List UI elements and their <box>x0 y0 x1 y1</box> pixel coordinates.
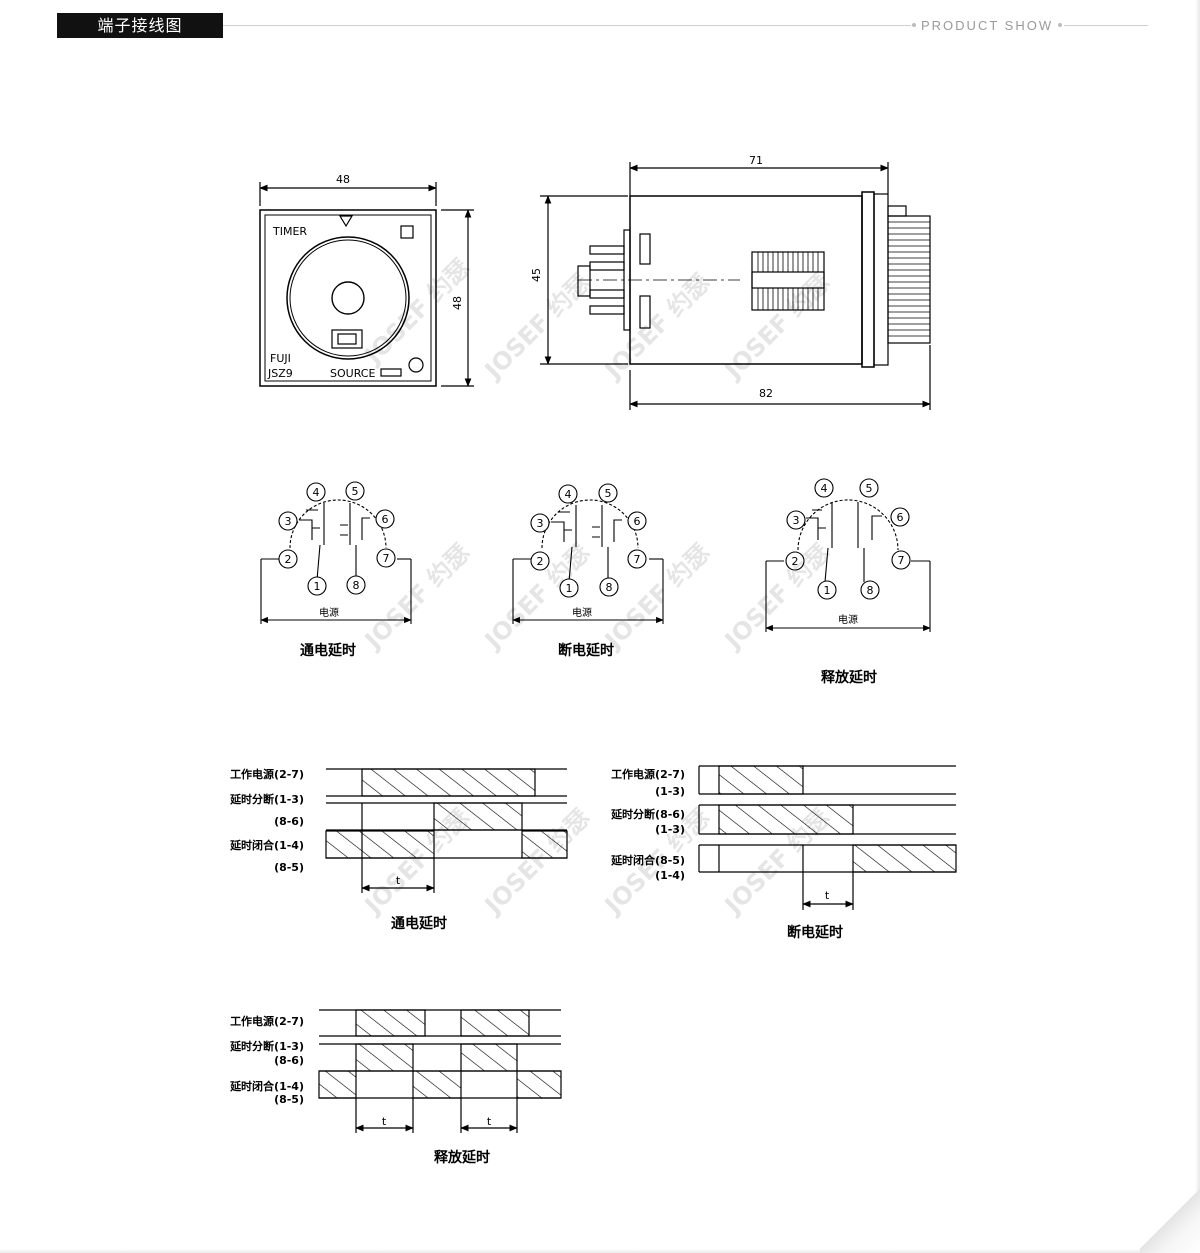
timing-row-label: 延时分断(1-3) <box>229 792 304 806</box>
timer-label: TIMER <box>272 225 307 238</box>
pin-label: 2 <box>792 555 799 568</box>
page-edge-shadow <box>1195 0 1200 1253</box>
wiring-diagram-off-delay: 2 1 3 4 5 6 7 8 电源 断电延时 <box>512 483 664 659</box>
timing-diagram-on-delay: 工作电源(2-7) 延时分断(1-3) (8-6) 延时闭合(1-4) (8-5… <box>229 767 568 932</box>
wiring-title: 释放延时 <box>821 669 877 686</box>
t-label: t <box>382 1115 387 1128</box>
power-label: 电源 <box>572 606 592 619</box>
divider-dot <box>912 23 916 27</box>
timing-row-label: 延时分断(8-6) <box>610 807 685 821</box>
timing-row-label: (8-6) <box>274 815 304 828</box>
watermark: JOSEF 约瑟 <box>718 268 835 385</box>
t-label: t <box>487 1115 492 1128</box>
header-divider-right <box>1064 25 1148 26</box>
wiring-title: 通电延时 <box>300 642 356 659</box>
timing-row-label: (1-3) <box>655 823 685 836</box>
pin-label: 4 <box>313 486 320 499</box>
page-curl <box>1140 1183 1200 1253</box>
pin-label: 7 <box>634 553 641 566</box>
timing-row-label: 工作电源(2-7) <box>611 767 685 781</box>
model-label: JSZ9 <box>267 367 293 380</box>
timing-row-label: 延时闭合(8-5) <box>610 853 685 867</box>
timing-row-label: (8-6) <box>274 1054 304 1067</box>
wiring-diagram-on-delay: 2 1 3 4 5 6 7 8 电源 通电延时 <box>260 481 412 659</box>
watermark: JOSEF 约瑟 <box>358 538 475 655</box>
pin-label: 5 <box>605 487 612 500</box>
power-label: 电源 <box>838 613 858 626</box>
pin-label: 8 <box>353 579 360 592</box>
wiring-title: 断电延时 <box>558 642 614 659</box>
section-title: 端子接线图 <box>57 13 223 38</box>
header-divider <box>223 25 911 26</box>
side-view <box>540 162 931 410</box>
timing-row-label: 延时闭合(1-4) <box>229 838 304 852</box>
watermark: JOSEF 约瑟 <box>478 268 595 385</box>
timing-title: 通电延时 <box>391 915 447 932</box>
pin-label: 6 <box>897 511 904 524</box>
timing-row-label: 工作电源(2-7) <box>230 767 304 781</box>
pin-label: 3 <box>285 515 292 528</box>
t-label: t <box>825 889 830 902</box>
divider-dot <box>1058 23 1062 27</box>
timing-row-label: 工作电源(2-7) <box>230 1014 304 1028</box>
pin-label: 8 <box>867 584 874 597</box>
side-length-label: 71 <box>749 154 763 167</box>
timing-row-label: (8-5) <box>274 861 304 874</box>
wiring-diagram-release-delay: 2 1 3 4 5 6 7 8 电源 释放延时 <box>765 478 931 686</box>
pin-label: 5 <box>866 482 873 495</box>
watermark: JOSEF 约瑟 <box>598 538 715 655</box>
pin-label: 1 <box>566 582 573 595</box>
t-label: t <box>396 874 401 887</box>
watermark: JOSEF 约瑟 <box>598 268 715 385</box>
front-view <box>259 182 474 387</box>
pin-label: 2 <box>285 553 292 566</box>
timing-row-label: 延时闭合(1-4) <box>229 1079 304 1093</box>
timing-diagram-off-delay: 工作电源(2-7) (1-3) 延时分断(8-6) (1-3) 延时闭合(8-5… <box>610 765 957 941</box>
pin-label: 3 <box>537 517 544 530</box>
pin-label: 7 <box>898 554 905 567</box>
watermark: JOSEF 约瑟 <box>718 538 835 655</box>
timing-row-label: 延时分断(1-3) <box>229 1039 304 1053</box>
timing-row-label: (1-4) <box>655 869 685 882</box>
timing-row-label: (1-3) <box>655 785 685 798</box>
pin-label: 2 <box>537 555 544 568</box>
timing-row-label: (8-5) <box>274 1093 304 1106</box>
tagline: PRODUCT SHOW <box>921 18 1054 33</box>
pin-label: 6 <box>634 515 641 528</box>
pin-label: 5 <box>352 485 359 498</box>
page-edge-shadow <box>0 1249 1200 1253</box>
brand-label: FUJI <box>270 352 291 365</box>
source-label: SOURCE <box>330 367 375 380</box>
pin-label: 3 <box>793 514 800 527</box>
watermark: JOSEF 约瑟 <box>358 803 475 920</box>
timing-diagram-release-delay: 工作电源(2-7) 延时分断(1-3) (8-6) 延时闭合(1-4) (8-5… <box>229 1009 562 1166</box>
side-height-label: 45 <box>530 268 543 282</box>
front-height-label: 48 <box>451 296 464 310</box>
watermark: JOSEF 约瑟 <box>358 253 475 370</box>
side-total-length-label: 82 <box>759 387 773 400</box>
timing-title: 释放延时 <box>434 1149 490 1166</box>
pin-label: 6 <box>382 513 389 526</box>
pin-label: 8 <box>606 581 613 594</box>
pin-label: 1 <box>824 584 831 597</box>
pin-label: 4 <box>565 488 572 501</box>
timing-title: 断电延时 <box>787 924 843 941</box>
pin-label: 4 <box>821 482 828 495</box>
pin-label: 7 <box>383 552 390 565</box>
power-label: 电源 <box>319 606 339 619</box>
front-width-label: 48 <box>336 173 350 186</box>
pin-label: 1 <box>314 580 321 593</box>
